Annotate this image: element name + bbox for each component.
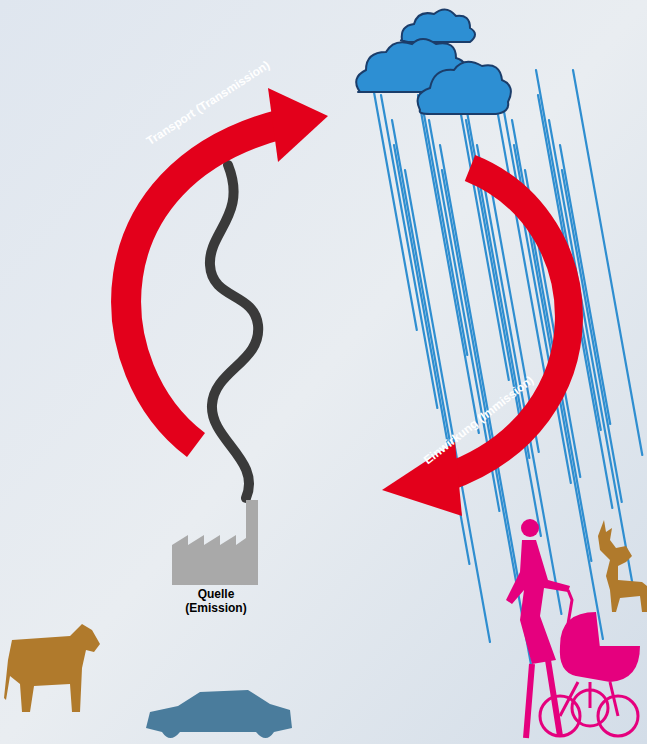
smoke <box>210 165 258 498</box>
rain <box>370 70 642 667</box>
car <box>146 690 292 738</box>
deer <box>598 520 647 612</box>
cow <box>4 624 100 712</box>
source-label: Quelle (Emission) <box>176 587 256 615</box>
arrowhead <box>268 88 328 162</box>
woman-with-pram <box>506 519 640 738</box>
arrow-label: Transport (Transmission) <box>144 58 272 148</box>
arrowhead <box>382 442 462 516</box>
arrow-label: Einwirkung (Immission) <box>421 373 536 467</box>
raindrop <box>453 70 509 380</box>
raindrop <box>440 145 520 589</box>
raindrop <box>392 120 458 486</box>
clouds <box>356 9 511 114</box>
transport-arrow <box>126 124 282 445</box>
factory <box>172 500 258 585</box>
raindrop <box>573 70 642 455</box>
